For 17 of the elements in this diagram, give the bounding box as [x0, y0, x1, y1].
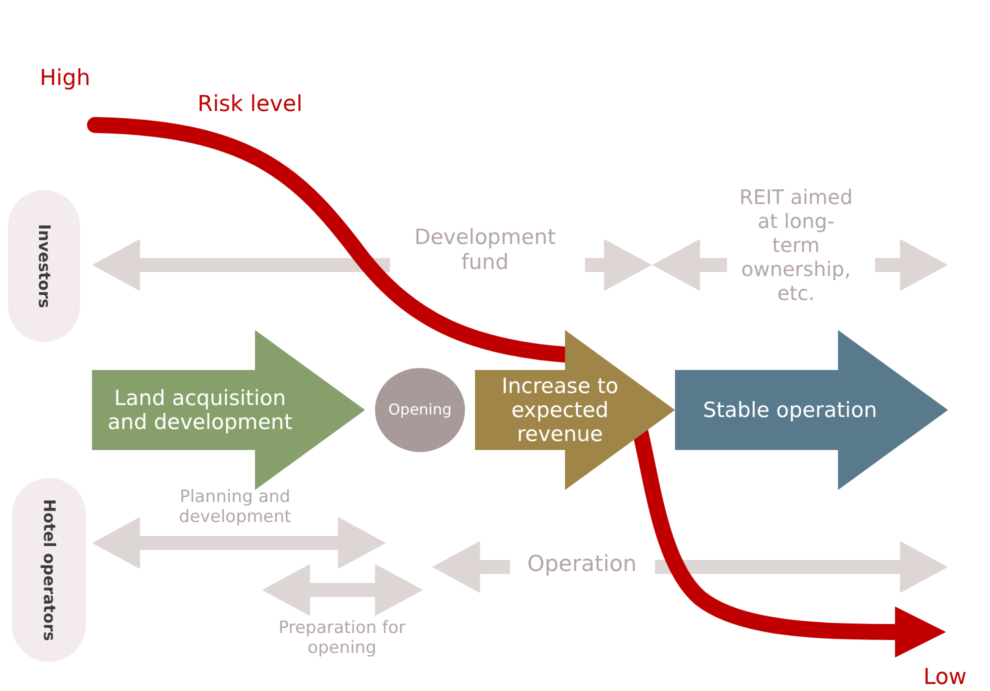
- milestone-circle: [375, 368, 465, 452]
- node-text: Opening: [387, 401, 453, 419]
- node-text: Hotel operators: [39, 498, 60, 643]
- phase-block: [675, 330, 948, 490]
- node-text: Stable operation: [702, 398, 878, 422]
- node-text: Increase to expected revenue: [500, 374, 620, 446]
- phase-label: Planning and development: [178, 487, 292, 528]
- phase-label: Development fund: [413, 225, 557, 276]
- phase-block: [475, 330, 675, 490]
- phase-block: [92, 330, 365, 490]
- node-text: Investors: [34, 222, 56, 310]
- axis-label: High: [38, 66, 92, 92]
- phase-label: REIT aimed at long-term ownership, etc.: [738, 185, 854, 305]
- axis-label: Risk level: [196, 92, 304, 118]
- phase-label: Preparation for opening: [278, 618, 406, 659]
- node-text: Land acquisition and development: [106, 386, 294, 434]
- axis-label: Low: [922, 665, 968, 691]
